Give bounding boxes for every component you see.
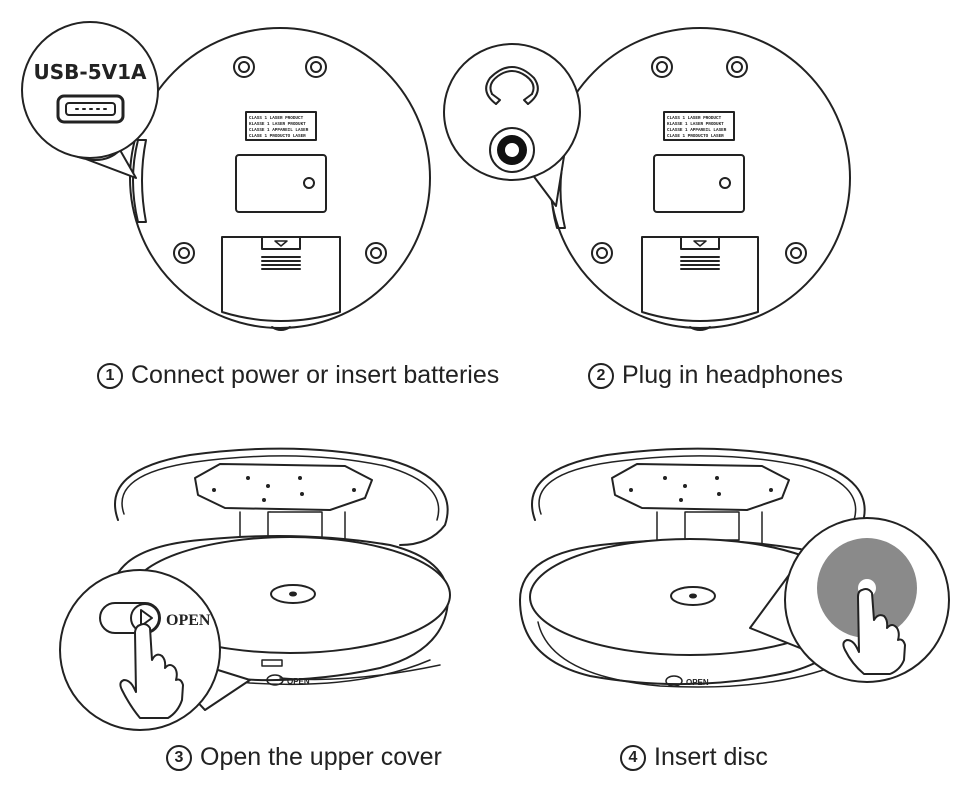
rating-plate — [235, 154, 327, 213]
spindle — [270, 584, 316, 604]
laser-label-line: CLASE 1 PRODUCTO LASER — [667, 134, 724, 139]
rubber-foot — [726, 56, 748, 78]
usb-label: USB-5V1A — [34, 60, 148, 84]
open-button-label: OPEN — [287, 677, 310, 686]
headphones-callout — [443, 43, 581, 207]
step-number-badge: 3 — [166, 745, 192, 771]
battery-door-latch — [261, 236, 301, 250]
battery-door — [641, 236, 759, 322]
screw — [303, 177, 315, 189]
laser-label-line: CLASS 1 LASER PRODUCT — [249, 116, 304, 121]
battery-door-grip — [680, 256, 720, 270]
usb-port-icon — [56, 94, 125, 124]
side-usb-port-housing — [132, 139, 147, 223]
step-2-caption: 2 Plug in headphones — [588, 361, 843, 390]
laser-label-line: KLASSE 1 LASER PRODUKT — [667, 122, 724, 127]
rubber-foot — [651, 56, 673, 78]
open-button-label: OPEN — [686, 678, 709, 687]
laser-warning-label — [245, 111, 317, 141]
battery-door-grip — [261, 256, 301, 270]
step-4-caption: 4 Insert disc — [620, 743, 768, 772]
step-number-badge: 1 — [97, 363, 123, 389]
step-3-caption: 3 Open the upper cover — [166, 743, 442, 772]
open-button: OPEN — [266, 674, 310, 686]
battery-door-latch — [680, 236, 720, 250]
step-3-text: Open the upper cover — [200, 743, 442, 771]
battery-door — [221, 236, 341, 322]
open-button: OPEN — [665, 675, 709, 687]
rubber-foot — [785, 242, 807, 264]
laser-label-line: CLASS 1 LASER PRODUCT — [667, 116, 722, 121]
lid-inner-plate — [194, 463, 373, 511]
step-2-text: Plug in headphones — [622, 361, 844, 389]
headphone-icon — [485, 66, 539, 105]
open-button-callout: OPEN — [59, 569, 251, 731]
disc-callout — [749, 517, 950, 683]
rubber-foot — [173, 242, 195, 264]
laser-label-line: KLASSE 1 LASER PRODUKT — [249, 122, 306, 127]
play-triangle-icon — [140, 609, 153, 627]
laser-warning-label — [663, 111, 735, 141]
screw — [719, 177, 731, 189]
open-switch-label: OPEN — [166, 612, 211, 629]
laser-label-line: CLASSE 1 APPAREIL LASER — [249, 128, 309, 133]
usb-callout: USB-5V1A — [21, 21, 159, 179]
hand-pointer-icon — [119, 623, 184, 719]
rating-plate — [653, 154, 745, 213]
step-number-badge: 2 — [588, 363, 614, 389]
panel-1-device-back: CLASS 1 LASER PRODUCT KLASSE 1 LASER PRO… — [129, 27, 431, 331]
hand-pointer-icon — [842, 588, 906, 675]
rubber-foot — [305, 56, 327, 78]
rubber-foot — [591, 242, 613, 264]
rubber-foot — [365, 242, 387, 264]
spindle — [670, 586, 716, 606]
step-4-text: Insert disc — [654, 743, 768, 771]
panel-2-device-back: CLASS 1 LASER PRODUCT KLASSE 1 LASER PRO… — [549, 27, 851, 331]
laser-label-line: CLASE 1 PRODUCTO LASER — [249, 134, 306, 139]
headphone-jack-icon — [489, 127, 535, 173]
lid-inner-plate — [611, 463, 790, 511]
laser-label-line: CLASSE 1 APPAREIL LASER — [667, 128, 727, 133]
step-1-caption: 1 Connect power or insert batteries — [97, 361, 499, 390]
step-1-text: Connect power or insert batteries — [131, 361, 500, 389]
step-number-badge: 4 — [620, 745, 646, 771]
rubber-foot — [233, 56, 255, 78]
